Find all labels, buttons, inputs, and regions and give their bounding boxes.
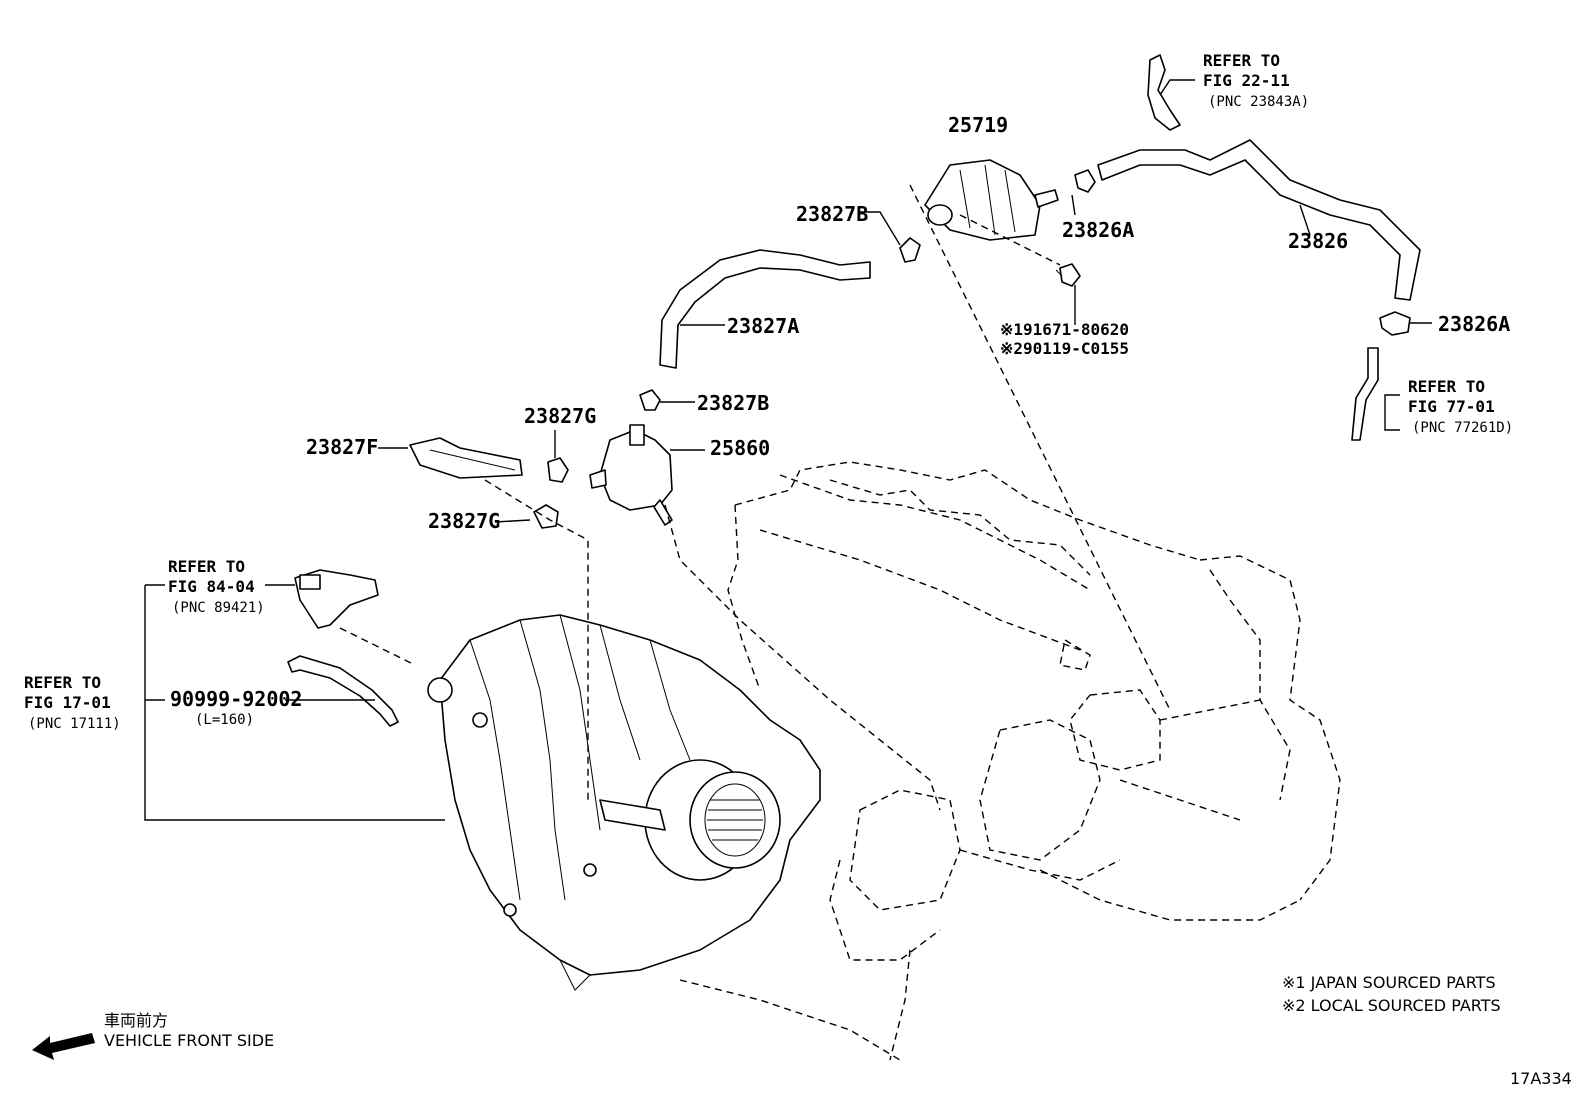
svg-text:REFER TO: REFER TO bbox=[24, 673, 101, 692]
svg-text:REFER TO: REFER TO bbox=[168, 557, 245, 576]
callout-23827G-top: 23827G bbox=[524, 404, 596, 428]
callout-23827A: 23827A bbox=[727, 314, 799, 338]
part-25860-valve bbox=[589, 424, 673, 526]
callout-23827G-bottom: 23827G bbox=[428, 509, 500, 533]
part-23827A-hose bbox=[659, 249, 871, 369]
ref-fig22: REFER TO FIG 22-11 (PNC 23843A) bbox=[1203, 51, 1309, 110]
legend-japan: ※1 JAPAN SOURCED PARTS bbox=[1282, 973, 1496, 992]
ref-fig17: REFER TO FIG 17-01 (PNC 17111) bbox=[24, 673, 121, 732]
part-ref-89421 bbox=[294, 569, 379, 629]
svg-text:(PNC 23843A): (PNC 23843A) bbox=[1208, 94, 1309, 110]
front-arrow-icon bbox=[32, 1033, 95, 1060]
callout-23827F: 23827F bbox=[306, 435, 378, 459]
callout-23826: 23826 bbox=[1288, 229, 1348, 253]
svg-text:FIG 22-11: FIG 22-11 bbox=[1203, 71, 1290, 90]
intake-manifold bbox=[427, 614, 821, 991]
callout-23826A-top: 23826A bbox=[1062, 218, 1134, 242]
callout-23826A-right: 23826A bbox=[1438, 312, 1510, 336]
engine-outline bbox=[679, 461, 1341, 1061]
dashed-leaders bbox=[339, 184, 1171, 811]
front-label-en: VEHICLE FRONT SIDE bbox=[104, 1031, 274, 1050]
svg-text:FIG 84-04: FIG 84-04 bbox=[168, 577, 255, 596]
svg-text:(PNC 17111): (PNC 17111) bbox=[28, 716, 121, 732]
svg-text:FIG 77-01: FIG 77-01 bbox=[1408, 397, 1495, 416]
callout-25719: 25719 bbox=[948, 113, 1008, 137]
part-25719-separator bbox=[924, 159, 1059, 241]
front-label-jp: 車両前方 bbox=[104, 1011, 168, 1030]
legend: ※1 JAPAN SOURCED PARTS ※2 LOCAL SOURCED … bbox=[1282, 973, 1501, 1015]
part-ref-77261D bbox=[1351, 347, 1379, 441]
svg-text:REFER TO: REFER TO bbox=[1408, 377, 1485, 396]
leader-lines bbox=[144, 79, 1432, 821]
callout-labels: 25719 23827B 23826A 23826 23827A 23826A … bbox=[170, 113, 1510, 728]
callout-hose-length: (L=160) bbox=[195, 712, 254, 728]
svg-text:(PNC 89421): (PNC 89421) bbox=[172, 600, 265, 616]
part-bolt bbox=[1055, 263, 1081, 287]
legend-local: ※2 LOCAL SOURCED PARTS bbox=[1282, 996, 1501, 1015]
svg-text:(PNC 77261D): (PNC 77261D) bbox=[1412, 420, 1513, 436]
part-90999-hose bbox=[287, 655, 399, 727]
part-23827F-hose bbox=[409, 437, 523, 479]
front-side-label: 車両前方 VEHICLE FRONT SIDE bbox=[104, 1011, 274, 1050]
part-ref-23843A bbox=[1147, 54, 1181, 131]
callout-bolt-japan: ※191671-80620 bbox=[1000, 320, 1129, 339]
callout-23827B-mid: 23827B bbox=[697, 391, 769, 415]
callout-23827B-top: 23827B bbox=[796, 202, 868, 226]
ref-fig77: REFER TO FIG 77-01 (PNC 77261D) bbox=[1408, 377, 1513, 436]
ref-fig84: REFER TO FIG 84-04 (PNC 89421) bbox=[168, 557, 265, 616]
svg-text:FIG 17-01: FIG 17-01 bbox=[24, 693, 111, 712]
callout-bolt-local: ※290119-C0155 bbox=[1000, 339, 1129, 358]
svg-text:REFER TO: REFER TO bbox=[1203, 51, 1280, 70]
callout-25860: 25860 bbox=[710, 436, 770, 460]
callout-90999: 90999-92002 bbox=[170, 687, 302, 711]
part-23826-hose bbox=[1097, 139, 1421, 301]
clamps bbox=[533, 169, 1411, 529]
figure-code: 17A334 bbox=[1510, 1069, 1572, 1088]
